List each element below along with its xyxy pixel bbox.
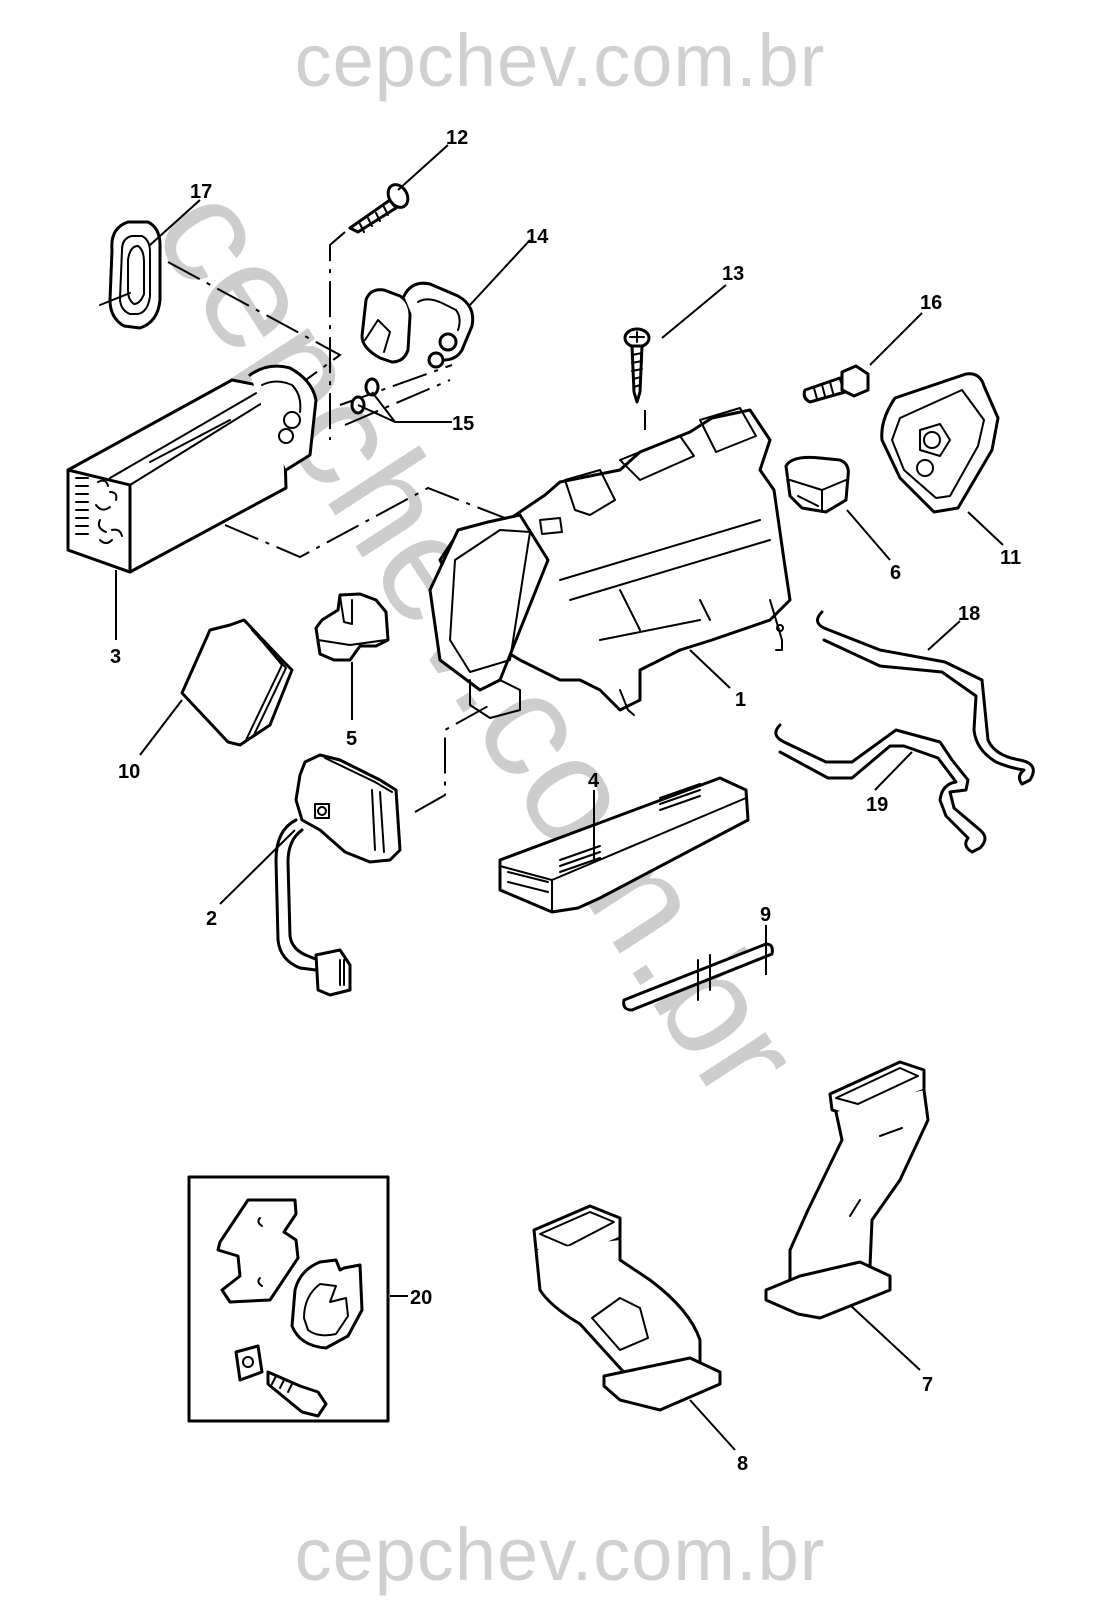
callout-4: 4 bbox=[588, 770, 600, 792]
callout-3: 3 bbox=[110, 646, 121, 668]
callout-13: 13 bbox=[722, 263, 744, 285]
part-13-screw[interactable] bbox=[623, 327, 651, 404]
part-16-bolt[interactable] bbox=[802, 364, 870, 404]
leader-lines bbox=[115, 144, 1004, 1451]
callout-12: 12 bbox=[446, 127, 468, 149]
part-5-actuator[interactable] bbox=[314, 592, 390, 662]
callout-18: 18 bbox=[958, 603, 980, 625]
part-14-expansion-valve[interactable] bbox=[360, 281, 475, 369]
callout-8: 8 bbox=[737, 1453, 748, 1475]
part-20-hardware-kit[interactable] bbox=[187, 1175, 390, 1423]
callout-16: 16 bbox=[920, 292, 942, 314]
part-1-heater-housing[interactable] bbox=[428, 407, 792, 719]
part-2-blend-actuator[interactable] bbox=[274, 753, 402, 997]
part-18-hose[interactable] bbox=[816, 610, 1035, 786]
part-6-actuator[interactable] bbox=[784, 455, 850, 514]
callout-labels: 1 2 3 4 5 6 7 8 9 10 11 12 13 14 15 16 1… bbox=[110, 127, 1021, 1475]
callout-5: 5 bbox=[346, 728, 357, 750]
watermark-bottom: cepchev.com.br bbox=[294, 1513, 826, 1596]
watermark-top: cepchev.com.br bbox=[294, 19, 826, 102]
part-17-grommet[interactable] bbox=[99, 220, 162, 330]
callout-15: 15 bbox=[452, 413, 474, 435]
callout-19: 19 bbox=[866, 794, 888, 816]
part-9-seal-strip[interactable] bbox=[622, 942, 774, 1012]
part-10-cover[interactable] bbox=[180, 618, 294, 747]
callout-6: 6 bbox=[890, 562, 901, 584]
part-7-air-duct[interactable] bbox=[764, 1060, 930, 1320]
callout-17: 17 bbox=[190, 181, 212, 203]
callout-7: 7 bbox=[922, 1374, 933, 1396]
part-3-evaporator[interactable] bbox=[66, 364, 318, 574]
part-12-screw[interactable] bbox=[348, 181, 412, 234]
part-11-blower-mount[interactable] bbox=[880, 372, 1000, 514]
part-8-air-duct[interactable] bbox=[532, 1204, 722, 1412]
callout-10: 10 bbox=[118, 761, 140, 783]
callout-1: 1 bbox=[735, 689, 746, 711]
assembly-lines bbox=[167, 231, 646, 813]
part-19-hose[interactable] bbox=[774, 723, 987, 854]
callout-11: 11 bbox=[1000, 547, 1021, 569]
callout-20: 20 bbox=[410, 1287, 432, 1309]
callout-14: 14 bbox=[526, 226, 549, 248]
evaporator-fin-pattern bbox=[75, 477, 123, 544]
callout-9: 9 bbox=[760, 904, 771, 926]
callout-2: 2 bbox=[206, 908, 217, 930]
